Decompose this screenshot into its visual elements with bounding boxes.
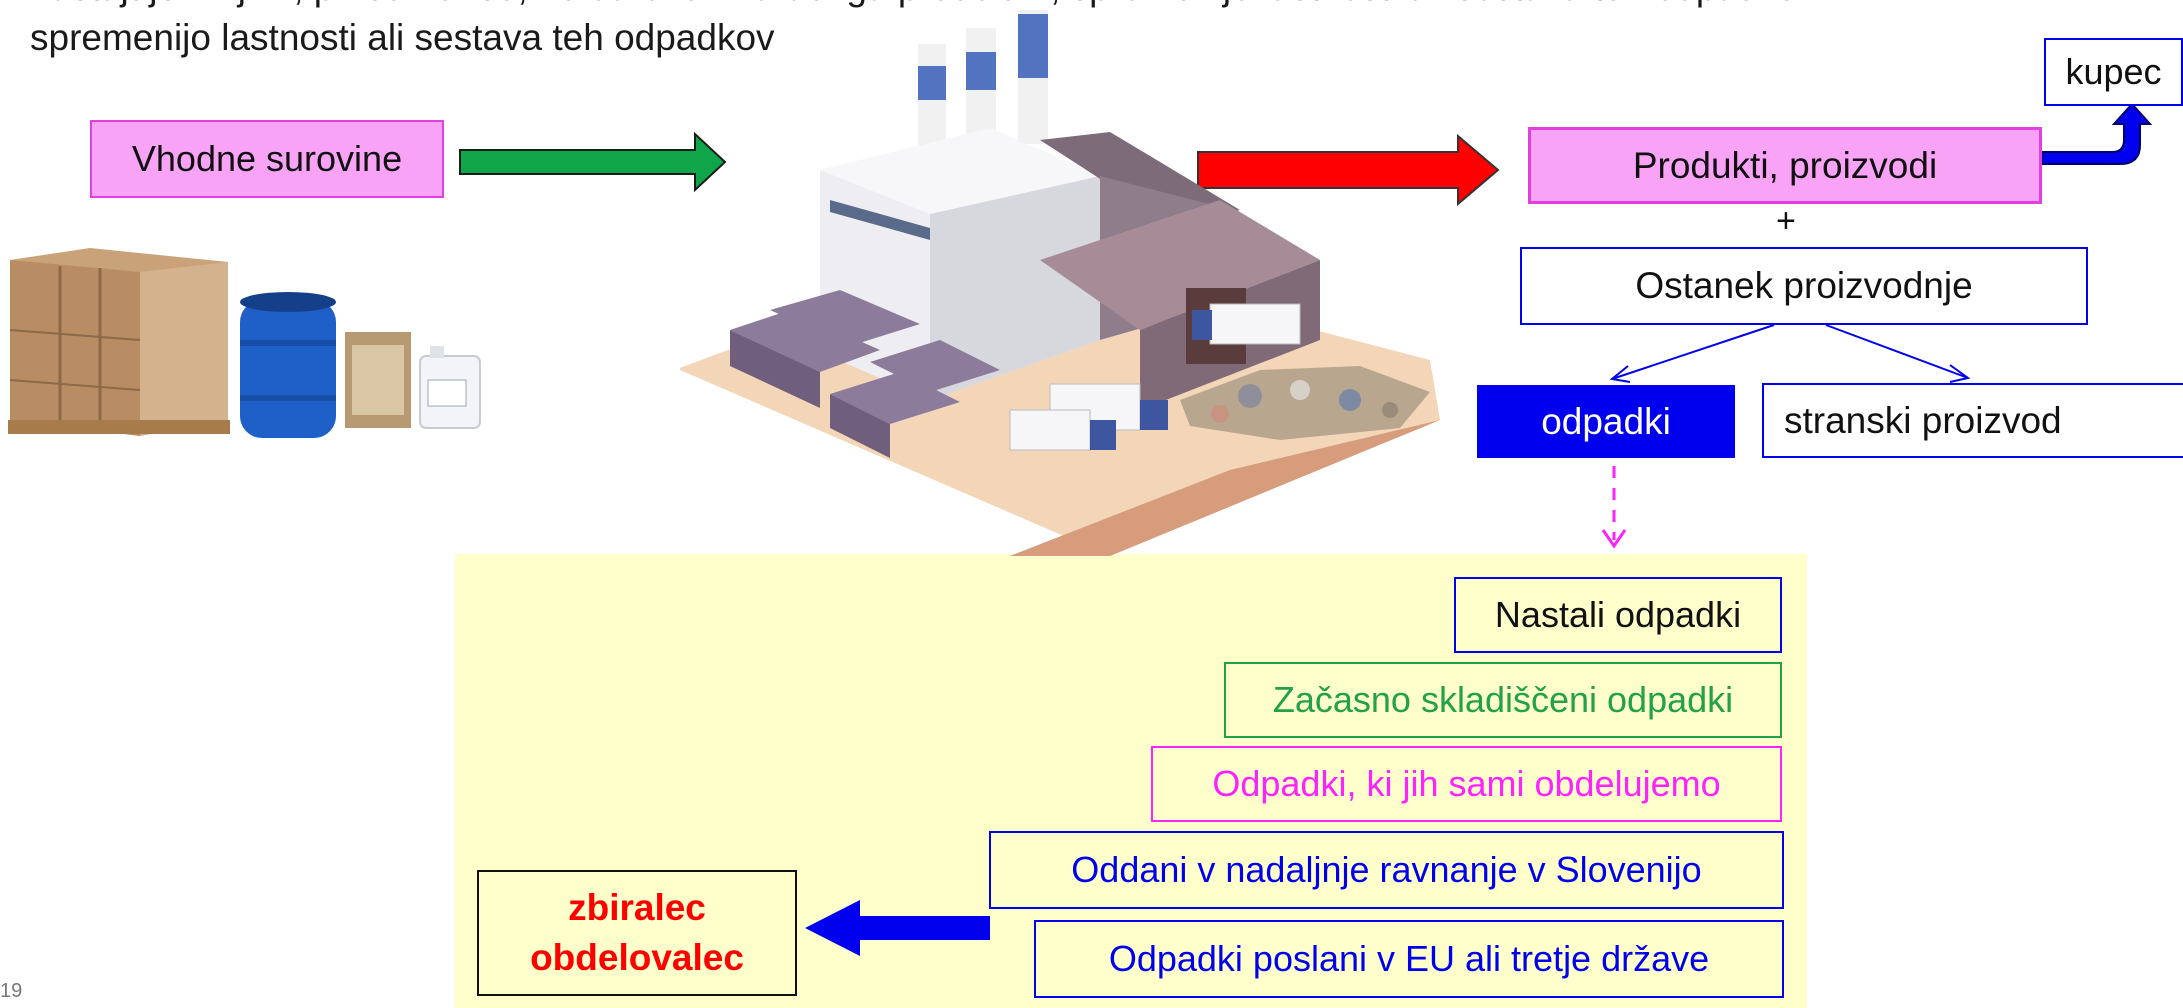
stage-generated-waste: Nastali odpadki: [1454, 577, 1782, 653]
input-box: Vhodne surovine: [90, 120, 444, 198]
buyer-label: kupec: [2065, 51, 2162, 92]
intro-text: nastajajo z njimi, pri čemer se, ne da b…: [30, 0, 1815, 94]
product-box: Produkti, proizvodi: [1528, 127, 2042, 204]
stage-slovenia-label: Oddani v nadaljnje ravnanje v Slovenijo: [1071, 849, 1702, 890]
factory-illustration: [680, 10, 1440, 556]
waste-label: odpadki: [1541, 400, 1671, 442]
stage-self-treated-label: Odpadki, ki jih sami obdelujemo: [1212, 763, 1721, 804]
stage-generated-label: Nastali odpadki: [1494, 594, 1742, 635]
collector-box: zbiralec obdelovalec: [477, 870, 797, 996]
to-collector-arrow: [805, 900, 990, 956]
collector-line-1: zbiralec: [568, 887, 706, 928]
stage-self-treated: Odpadki, ki jih sami obdelujemo: [1151, 746, 1782, 822]
buyer-box: kupec: [2044, 38, 2183, 106]
residue-box: Ostanek proizvodnje: [1520, 247, 2088, 325]
byproduct-label: stranski proizvod: [1784, 399, 2062, 441]
input-arrow: [459, 131, 727, 193]
to-byproduct-arrow: [1825, 324, 1969, 379]
plus-sign: +: [1776, 202, 1796, 240]
stage-handed-over-slovenia: Oddani v nadaljnje ravnanje v Slovenijo: [989, 831, 1784, 909]
to-waste-arrow: [1611, 324, 1775, 380]
raw-materials-illustration: [8, 248, 481, 438]
residue-label: Ostanek proizvodnje: [1635, 265, 1973, 306]
intro-line-2: spremenijo lastnosti ali sestava teh odp…: [30, 17, 775, 58]
input-label: Vhodne surovine: [131, 138, 403, 179]
byproduct-box: stranski proizvod: [1762, 383, 2183, 458]
stage-temporarily-stored: Začasno skladiščeni odpadki: [1224, 662, 1782, 738]
collector-line-2: obdelovalec: [530, 937, 744, 978]
product-label: Produkti, proizvodi: [1632, 144, 1938, 186]
stage-abroad-label: Odpadki poslani v EU ali tretje države: [1108, 938, 1710, 979]
waste-box: odpadki: [1477, 385, 1735, 458]
stage-stored-label: Začasno skladiščeni odpadki: [1272, 679, 1734, 720]
intro-line-1: nastajajo z njimi, pri čemer se, ne da b…: [30, 0, 1815, 13]
buyer-arrow: [2041, 102, 2153, 165]
slide-number: 19: [0, 980, 23, 1002]
stage-sent-abroad: Odpadki poslani v EU ali tretje države: [1034, 920, 1784, 998]
output-arrow: [1197, 133, 1500, 207]
